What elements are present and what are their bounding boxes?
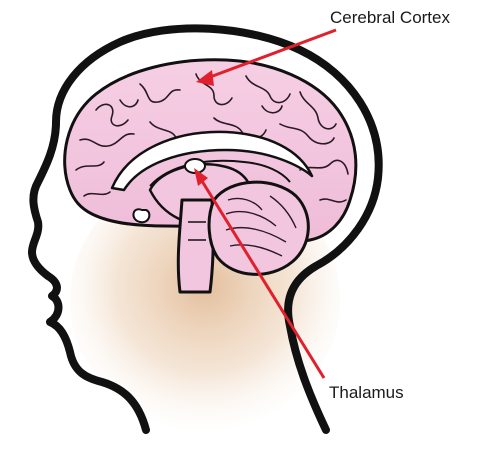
pituitary bbox=[133, 209, 149, 222]
label-thalamus: Thalamus bbox=[329, 384, 404, 401]
cerebellum bbox=[209, 182, 308, 274]
brainstem bbox=[178, 200, 213, 292]
label-cerebral-cortex: Cerebral Cortex bbox=[330, 9, 450, 26]
